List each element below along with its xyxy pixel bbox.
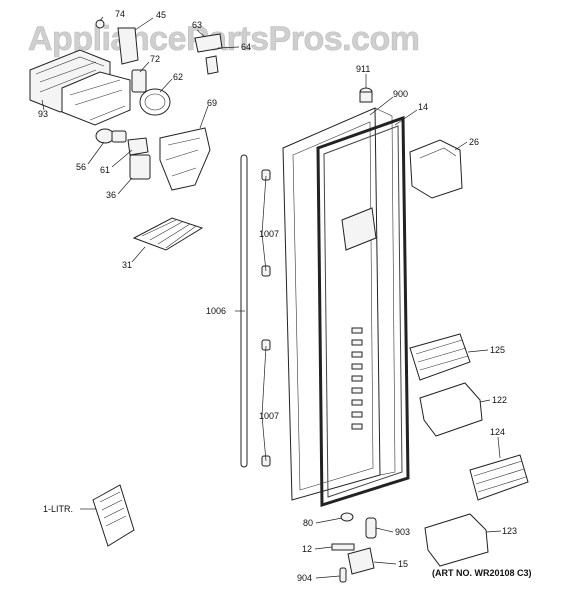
part-124-basket <box>469 454 529 501</box>
door-vent-slots <box>351 327 363 430</box>
label-80: 80 <box>303 518 313 528</box>
part-125-basket <box>409 333 471 381</box>
label-122: 122 <box>492 395 507 405</box>
label-904: 904 <box>297 573 312 583</box>
label-900: 900 <box>393 89 408 99</box>
label-61: 61 <box>100 165 110 175</box>
part-31-drip-grille <box>132 217 204 251</box>
label-26: 26 <box>469 137 479 147</box>
label-93: 93 <box>38 109 48 119</box>
label-74: 74 <box>115 9 125 19</box>
label-1007-lower: 1007 <box>259 411 279 421</box>
part-manual-booklet <box>92 484 135 547</box>
label-62: 62 <box>173 72 183 82</box>
bottom-hardware-parts <box>331 512 377 583</box>
label-31: 31 <box>122 260 132 270</box>
art-number: (ART NO. WR20108 C3) <box>432 568 532 578</box>
label-1007-upper: 1007 <box>259 229 279 239</box>
part-911-cap <box>359 87 373 103</box>
label-45: 45 <box>156 10 166 20</box>
part-122-bin <box>419 382 483 437</box>
label-124: 124 <box>490 427 505 437</box>
dispenser-mechanism-parts <box>29 19 223 191</box>
dispenser-recess <box>341 207 377 251</box>
label-36: 36 <box>106 190 116 200</box>
label-125: 125 <box>490 345 505 355</box>
label-64: 64 <box>241 42 251 52</box>
label-911: 911 <box>356 64 370 74</box>
label-72: 72 <box>150 54 160 64</box>
label-69: 69 <box>207 98 217 108</box>
label-63: 63 <box>192 20 202 30</box>
label-1006: 1006 <box>206 306 226 316</box>
part-1007-pins <box>261 169 271 467</box>
label-56: 56 <box>76 162 86 172</box>
part-900-door-assembly <box>282 107 396 501</box>
label-15: 15 <box>398 559 408 569</box>
label-14: 14 <box>418 102 428 112</box>
part-26-cover <box>409 139 463 199</box>
part-123-bin <box>424 513 489 567</box>
label-123: 123 <box>502 526 517 536</box>
watermark-text: AppliancePartsPros.com <box>28 20 419 58</box>
leader-lines <box>41 16 502 579</box>
part-labels: 74 45 63 64 72 62 93 69 56 61 36 31 911 … <box>38 9 532 583</box>
label-12: 12 <box>302 544 312 554</box>
label-903: 903 <box>395 527 410 537</box>
label-1-litr: 1-LITR. <box>43 504 73 514</box>
part-14-door-gasket <box>316 115 410 508</box>
